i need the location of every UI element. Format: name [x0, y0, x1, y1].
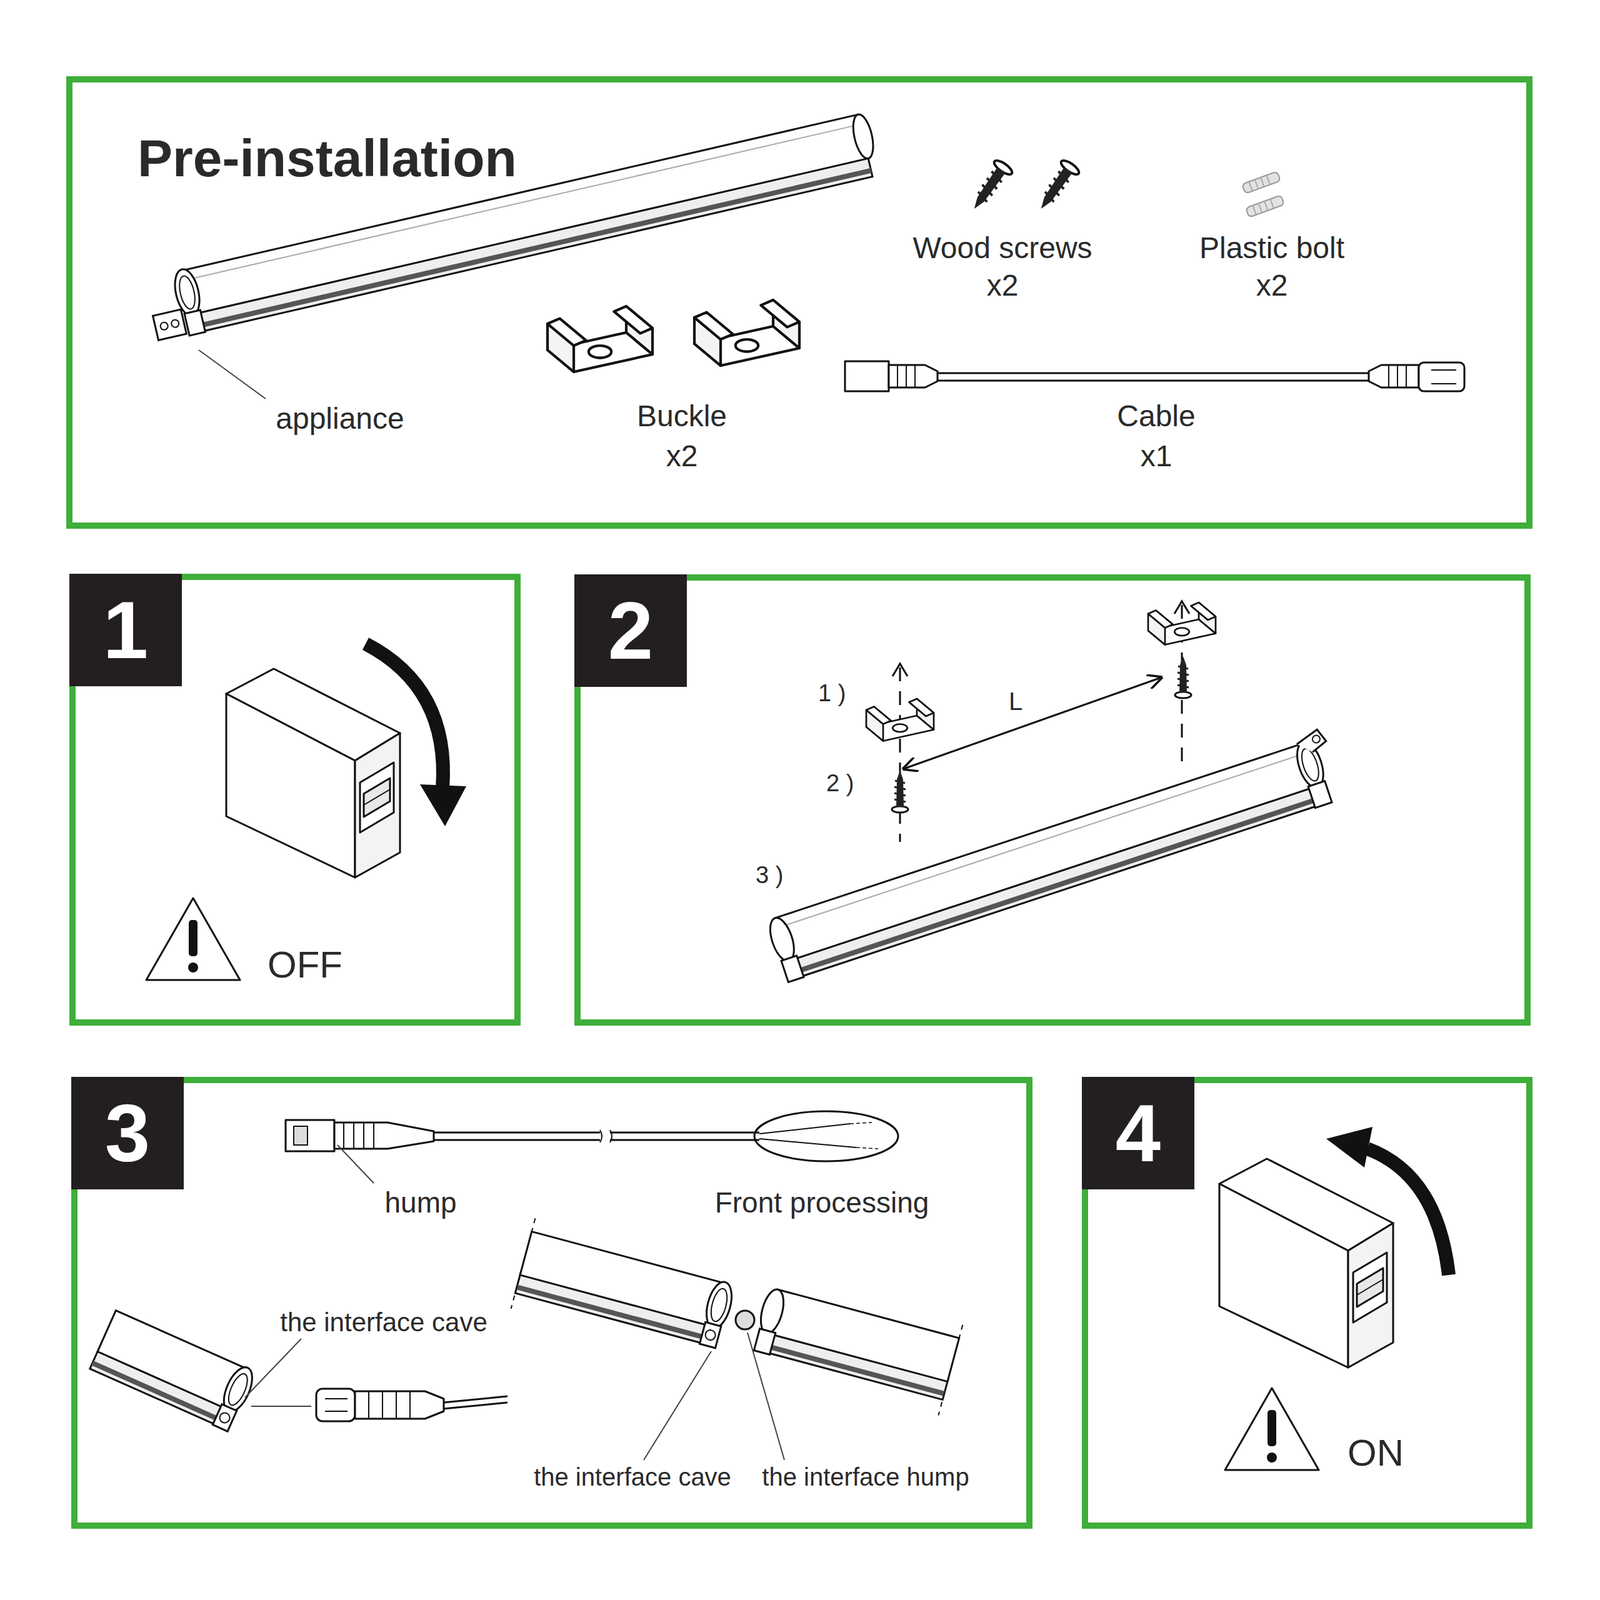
wood-screw: [965, 158, 1015, 215]
leader-line: [245, 1338, 302, 1398]
switch-box: [1219, 1158, 1394, 1368]
callout-number: 3 ): [753, 863, 786, 889]
part-name: x2: [986, 270, 1019, 302]
part-name: appliance: [275, 403, 405, 435]
callout-number: the interface hump: [759, 1463, 972, 1490]
part-name: x2: [666, 440, 699, 472]
distance-arrow: [903, 677, 1162, 769]
callout-number: the interface cave: [531, 1463, 734, 1490]
warning-label: OFF: [267, 945, 343, 985]
turn-arrow: [365, 643, 444, 789]
warning-label: ON: [1347, 1433, 1404, 1473]
part-name: Buckle: [636, 400, 727, 432]
step-panel: OFF 1: [69, 573, 521, 1026]
leader-line: [198, 350, 266, 399]
appliance-tube: [762, 728, 1345, 984]
warning-sign: [146, 898, 240, 980]
step-number-tab: 4: [1081, 1076, 1195, 1190]
appliance-tube: [89, 1309, 259, 1434]
appliance-tube: [511, 1218, 740, 1364]
buckle-part: [694, 300, 800, 366]
appliance-tube: [747, 1273, 963, 1416]
part-name: hump: [384, 1187, 457, 1218]
cable-plug: [316, 1388, 508, 1422]
step-panel: ON 4: [1081, 1076, 1533, 1529]
turn-arrow-head: [1326, 1126, 1373, 1168]
switch-box: [226, 668, 400, 878]
part-name: the interface cave: [280, 1308, 488, 1337]
step-number-tab: 1: [69, 573, 182, 687]
panel-heading: Pre-installation: [137, 130, 517, 186]
callout-number: 2 ): [823, 771, 857, 797]
step-number-tab: 2: [574, 574, 687, 687]
part-name: Front processing: [715, 1187, 930, 1218]
step-panel: hump Front processing the interface cave th…: [71, 1076, 1033, 1529]
warning-sign: [1225, 1388, 1319, 1470]
leader-line: [337, 1145, 374, 1184]
wood-screw: [891, 770, 909, 813]
buckle-part: [866, 698, 934, 742]
step-number: 3: [105, 1090, 150, 1177]
step-number: 1: [103, 587, 149, 674]
part-name: x2: [1256, 270, 1289, 302]
step-number: 2: [608, 588, 654, 674]
plastic-bolt: [1241, 171, 1281, 194]
step-number: 4: [1115, 1090, 1161, 1177]
part-name: Plastic bolt: [1199, 232, 1345, 264]
cable-part: [285, 1111, 899, 1162]
step-panel: 1 ) 2 ) 3 ) L 2: [574, 574, 1531, 1026]
wood-screw: [1032, 158, 1082, 215]
part-name: x1: [1140, 440, 1173, 472]
turn-arrow-head: [420, 784, 467, 827]
interface-hump: [735, 1310, 755, 1330]
plastic-bolt: [1245, 195, 1285, 218]
guide-line: [251, 1405, 312, 1407]
leader-line: [747, 1332, 785, 1460]
buckle-part: [547, 306, 653, 372]
parts-panel: Pre-installation appliance Buckle x2 Wood sc…: [66, 76, 1533, 529]
part-name: Cable: [1116, 400, 1195, 432]
step-number-tab: 3: [71, 1076, 184, 1190]
callout-number: L: [1006, 688, 1025, 715]
wood-screw: [1175, 656, 1192, 699]
leader-line: [643, 1351, 712, 1460]
buckle-part: [1148, 602, 1216, 645]
cable-part: [845, 361, 1465, 392]
part-name: Wood screws: [912, 232, 1092, 264]
callout-number: 1 ): [815, 681, 849, 707]
turn-arrow: [1367, 1148, 1449, 1275]
